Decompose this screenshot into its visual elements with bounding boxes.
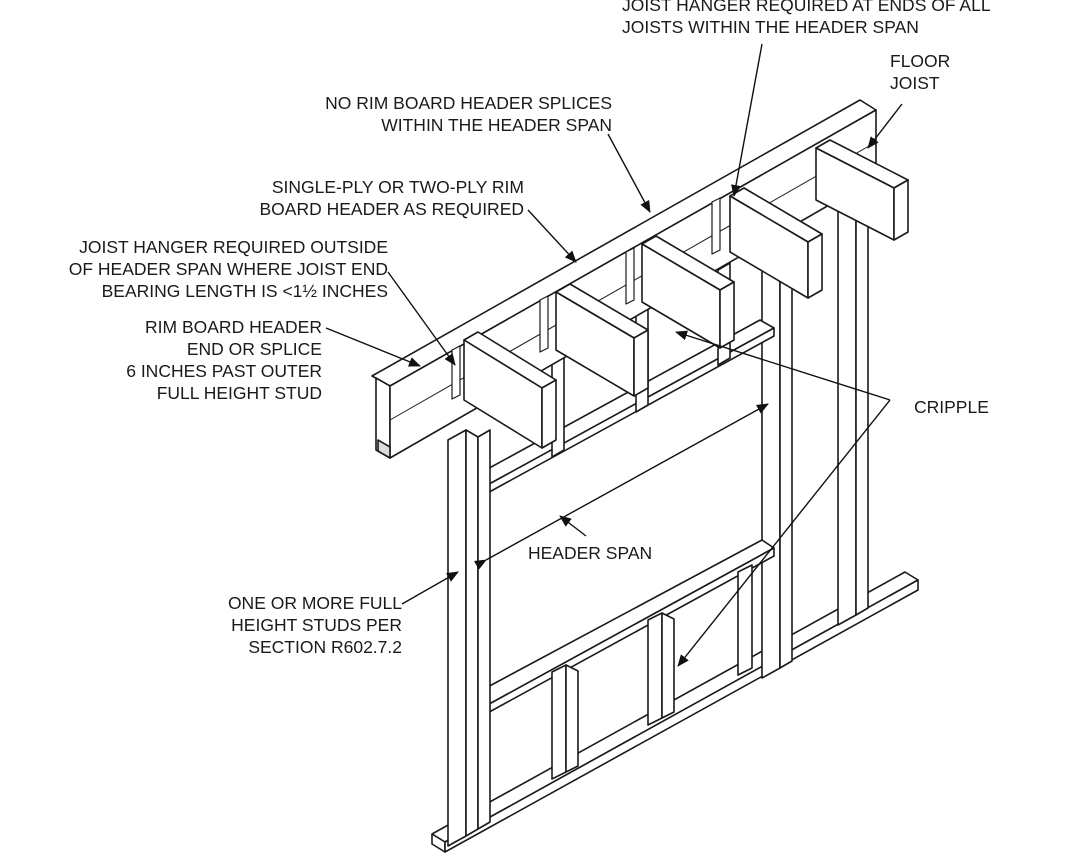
label-line: ONE OR MORE FULL <box>227 593 402 613</box>
leader-rim-end <box>325 327 421 367</box>
leader-cripple-lower <box>677 399 891 667</box>
label-line: SECTION R602.7.2 <box>248 637 402 657</box>
label-line: FLOOR <box>890 51 951 71</box>
leader-lines <box>325 43 903 667</box>
label-ply: SINGLE-PLY OR TWO-PLY RIM BOARD HEADER A… <box>260 176 525 220</box>
label-line: JOISTS WITHIN THE HEADER SPAN <box>622 17 919 37</box>
leader-full-studs <box>401 571 459 605</box>
leader-hanger-ends <box>731 43 763 197</box>
label-line: CRIPPLE <box>914 397 989 417</box>
lower-cripples <box>551 564 753 780</box>
label-hanger-outside: JOIST HANGER REQUIRED OUTSIDE OF HEADER … <box>69 236 388 302</box>
label-line: END OR SPLICE <box>186 339 322 359</box>
leader-ply <box>527 209 577 263</box>
label-line: HEIGHT STUDS PER <box>231 615 402 635</box>
leader-header-span <box>559 515 587 537</box>
label-line: SINGLE-PLY OR TWO-PLY RIM <box>271 177 524 197</box>
label-line: BEARING LENGTH IS <1½ INCHES <box>101 281 388 301</box>
label-line: NO RIM BOARD HEADER SPLICES <box>325 93 612 113</box>
label-line: RIM BOARD HEADER <box>145 317 322 337</box>
label-no-splices: NO RIM BOARD HEADER SPLICES WITHIN THE H… <box>325 92 612 136</box>
label-line: 6 INCHES PAST OUTER <box>126 361 322 381</box>
floor-joist-5 <box>815 139 909 241</box>
floor-joist-3 <box>641 235 735 349</box>
leader-floor-joist <box>867 103 903 149</box>
label-rim-end: RIM BOARD HEADER END OR SPLICE 6 INCHES … <box>126 316 322 404</box>
label-cripple: CRIPPLE <box>914 396 989 418</box>
label-full-studs: ONE OR MORE FULL HEIGHT STUDS PER SECTIO… <box>228 592 402 658</box>
leader-no-splices <box>607 133 651 213</box>
label-line: JOIST <box>890 73 940 93</box>
label-line: JOIST HANGER REQUIRED AT ENDS OF ALL <box>622 0 991 15</box>
leader-hanger-outside <box>387 271 456 366</box>
label-header-span: HEADER SPAN <box>528 542 652 564</box>
label-hanger-ends: JOIST HANGER REQUIRED AT ENDS OF ALL JOI… <box>622 0 991 38</box>
label-line: FULL HEIGHT STUD <box>156 383 322 403</box>
label-line: HEADER SPAN <box>528 543 653 563</box>
near-full-height-studs <box>447 429 491 847</box>
label-line: WITHIN THE HEADER SPAN <box>381 115 612 135</box>
floor-joist-2 <box>555 283 649 397</box>
label-line: OF HEADER SPAN WHERE JOIST END <box>68 259 388 279</box>
floor-joist-4 <box>729 187 823 299</box>
leader-cripple-upper <box>675 330 891 401</box>
label-line: JOIST HANGER REQUIRED OUTSIDE <box>79 237 388 257</box>
header-span-dimension <box>473 403 769 570</box>
label-line: BOARD HEADER AS REQUIRED <box>259 199 525 219</box>
label-floor-joist: FLOOR JOIST <box>890 50 950 94</box>
